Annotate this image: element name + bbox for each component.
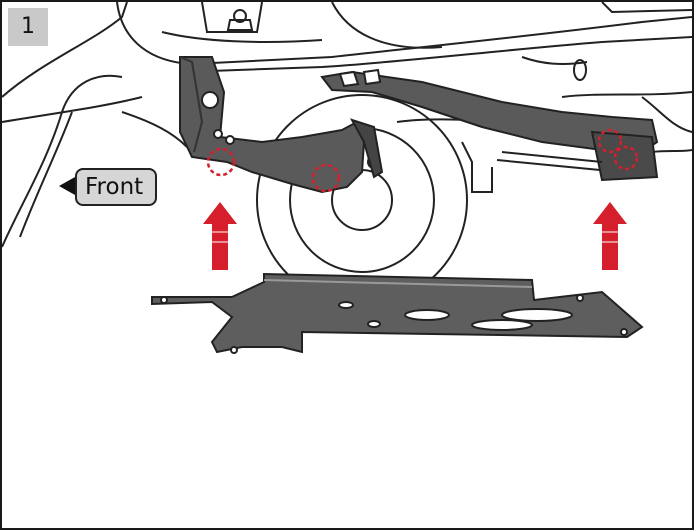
fastener-highlight [613,145,639,171]
step-number-badge: 1 [8,8,48,46]
lift-arrow-left [203,202,237,270]
arrow-left-icon [59,177,75,195]
vehicle-body-lines [2,2,692,248]
fastener-highlight [597,128,623,154]
front-direction-label: Front [55,168,158,206]
lift-arrow-right [593,202,627,270]
fastener-highlight [311,163,341,193]
front-label-text: Front [75,168,158,206]
fastener-highlight [206,147,236,177]
crossmember [179,56,384,194]
frame-rail [320,68,659,182]
fastener-highlights [206,128,639,193]
skid-plate [151,272,644,354]
